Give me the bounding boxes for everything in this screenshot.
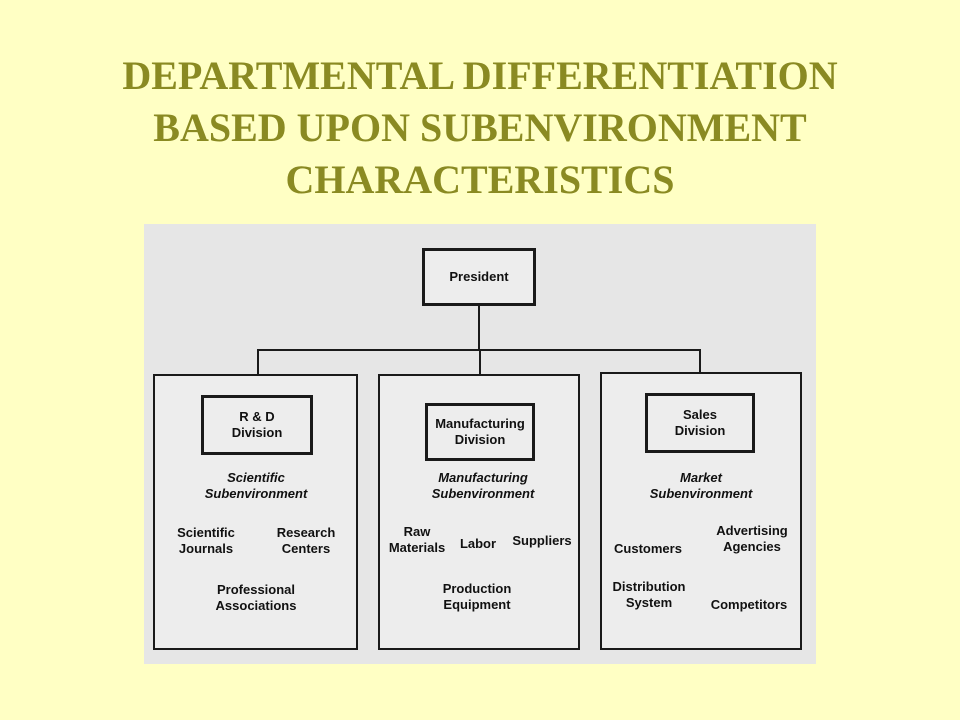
professional-associations-line-2: Associations <box>215 598 297 613</box>
production-equipment-line-2: Equipment <box>443 597 511 612</box>
customers: Customers <box>608 541 688 557</box>
rnd-env-line-1: Scientific <box>227 470 285 485</box>
competitors-label: Competitors <box>710 597 788 612</box>
advertising-agencies-line-2: Agencies <box>723 539 781 554</box>
distribution-system: Distribution System <box>606 579 692 611</box>
rnd-division-label-2: Division <box>231 425 283 440</box>
president-connector <box>478 306 480 350</box>
sales-division-box: Sales Division <box>645 393 755 453</box>
rnd-env-line-2: Subenvironment <box>204 486 308 501</box>
rnd-connector <box>257 349 259 395</box>
competitors: Competitors <box>704 597 794 613</box>
slide-title: DEPARTMENTAL DIFFERENTIATION BASED UPON … <box>20 50 940 206</box>
distribution-system-line-1: Distribution <box>612 579 686 594</box>
sales-division-label-2: Division <box>674 423 726 438</box>
distribution-system-line-2: System <box>625 595 673 610</box>
manufacturing-division-box: Manufacturing Division <box>425 403 535 461</box>
market-env-line-2: Subenvironment <box>649 486 753 501</box>
research-centers-line-1: Research <box>276 525 336 540</box>
rnd-division-label-1: R & D <box>239 409 275 424</box>
production-equipment: Production Equipment <box>427 581 527 613</box>
labor-label: Labor <box>459 536 497 551</box>
production-equipment-line-1: Production <box>442 581 512 596</box>
advertising-agencies-line-1: Advertising <box>716 523 788 538</box>
customers-label: Customers <box>614 541 682 556</box>
scientific-journals-line-1: Scientific <box>177 525 235 540</box>
manufacturing-division-label-2: Division <box>454 432 506 447</box>
raw-materials: Raw Materials <box>382 524 452 556</box>
labor: Labor <box>454 536 502 552</box>
professional-associations-line-1: Professional <box>216 582 296 597</box>
professional-associations: Professional Associations <box>198 582 314 614</box>
president-box: President <box>422 248 536 306</box>
advertising-agencies: Advertising Agencies <box>706 523 798 555</box>
research-centers: Research Centers <box>268 525 344 557</box>
sales-division-label-1: Sales <box>683 407 717 422</box>
manufacturing-env-line-2: Subenvironment <box>431 486 535 501</box>
raw-materials-line-1: Raw <box>403 524 431 539</box>
market-env-line-1: Market <box>680 470 722 485</box>
manufacturing-env-line-1: Manufacturing <box>438 470 528 485</box>
president-label: President <box>449 269 509 284</box>
manufacturing-division-label-1: Manufacturing <box>435 416 525 431</box>
market-subenvironment-title: Market Subenvironment <box>626 470 776 502</box>
rnd-division-box: R & D Division <box>201 395 313 455</box>
raw-materials-line-2: Materials <box>388 540 446 555</box>
suppliers: Suppliers <box>506 533 578 549</box>
title-line-2: BASED UPON SUBENVIRONMENT <box>153 105 807 150</box>
research-centers-line-2: Centers <box>281 541 331 556</box>
title-line-1: DEPARTMENTAL DIFFERENTIATION <box>122 53 838 98</box>
rnd-subenvironment-title: Scientific Subenvironment <box>178 470 334 502</box>
suppliers-label: Suppliers <box>512 533 572 548</box>
scientific-journals-line-2: Journals <box>178 541 234 556</box>
scientific-journals: Scientific Journals <box>166 525 246 557</box>
title-line-3: CHARACTERISTICS <box>285 157 675 202</box>
org-chart-figure: President R & D Division Scientific Sube… <box>144 224 816 664</box>
manufacturing-subenvironment-title: Manufacturing Subenvironment <box>408 470 558 502</box>
